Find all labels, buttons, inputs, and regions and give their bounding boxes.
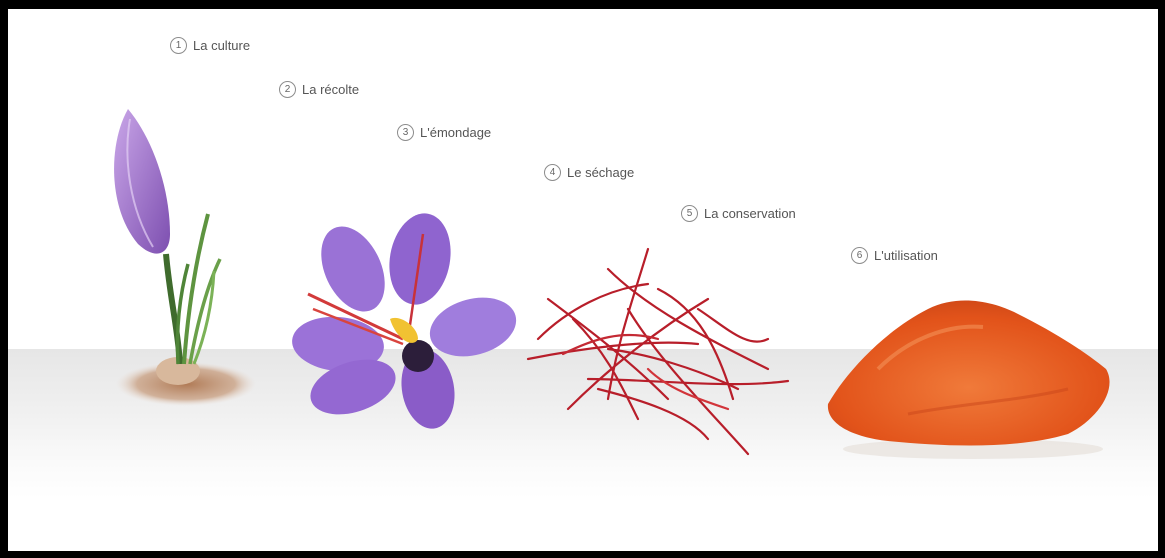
crocus-bud-icon (114, 109, 256, 406)
illustrations (8, 9, 1158, 551)
saffron-powder-icon (828, 301, 1110, 459)
saffron-process-diagram: 1 La culture 2 La récolte 3 L'émondage 4… (8, 9, 1158, 551)
saffron-flower-icon (290, 208, 523, 432)
saffron-threads-icon (528, 249, 788, 454)
